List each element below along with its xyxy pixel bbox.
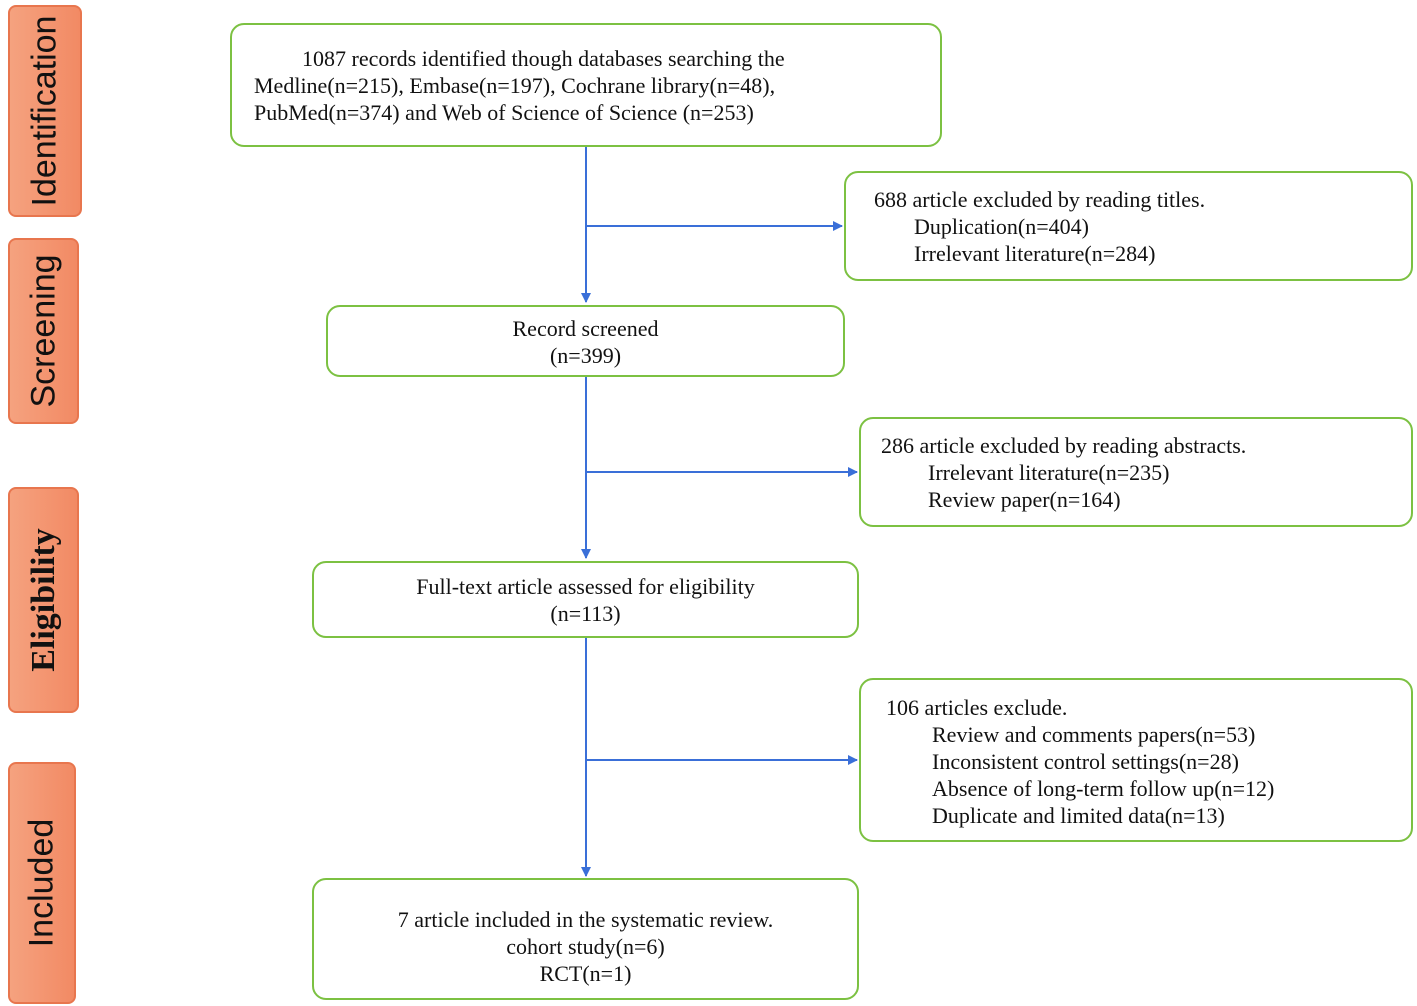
stage-included: Included [8,762,76,1004]
stage-identification: Identification [8,5,82,217]
exclusion-title: 106 articles exclude. [886,695,1068,720]
exclusion-item: Irrelevant literature(n=284) [914,241,1156,266]
screened-count: (n=399) [549,343,622,368]
exclusion-item: Irrelevant literature(n=235) [928,460,1170,485]
exclusion-item: Duplication(n=404) [914,214,1089,239]
exclusion-box-abstracts: 286 article excluded by reading abstract… [859,417,1413,527]
included-box: 7 article included in the systematic rev… [312,878,859,1000]
exclusion-item: Review and comments papers(n=53) [932,722,1256,747]
identification-line: 1087 records identified though databases… [302,46,785,71]
identification-line: Medline(n=215), Embase(n=197), Cochrane … [254,73,776,98]
stage-screening: Screening [8,238,79,424]
exclusion-title: 688 article excluded by reading titles. [874,187,1206,212]
exclusion-item: Absence of long-term follow up(n=12) [932,776,1275,801]
eligibility-count: (n=113) [550,601,621,626]
exclusion-box-fulltext: 106 articles exclude. Review and comment… [859,678,1413,842]
exclusion-item: Review paper(n=164) [928,487,1121,512]
included-cohort: cohort study(n=6) [506,934,665,959]
included-rct: RCT(n=1) [539,961,632,986]
screened-box: Record screened (n=399) [326,305,845,377]
identification-box: 1087 records identified though databases… [230,23,942,147]
eligibility-box: Full-text article assessed for eligibili… [312,561,859,638]
screened-label: Record screened [512,316,659,341]
eligibility-label: Full-text article assessed for eligibili… [416,574,755,599]
exclusion-item: Inconsistent control settings(n=28) [932,749,1239,774]
exclusion-title: 286 article excluded by reading abstract… [881,433,1247,458]
exclusion-item: Duplicate and limited data(n=13) [932,803,1225,828]
identification-line: PubMed(n=374) and Web of Science of Scie… [254,100,754,125]
exclusion-box-titles: 688 article excluded by reading titles. … [844,171,1413,281]
stage-eligibility: Eligibility [8,487,79,713]
included-label: 7 article included in the systematic rev… [397,907,774,932]
